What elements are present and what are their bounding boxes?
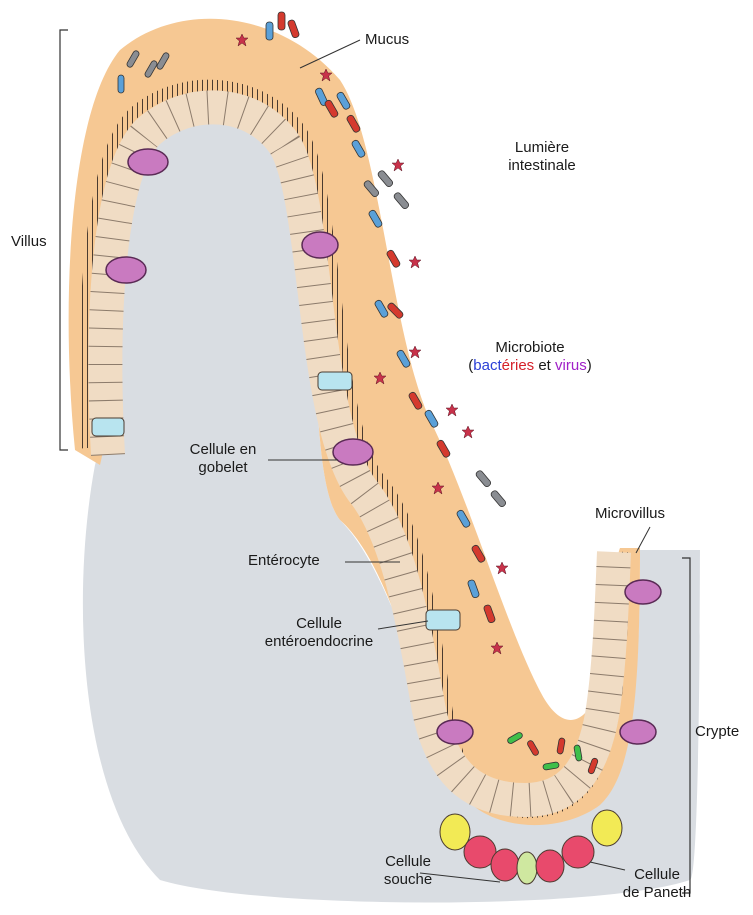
goblet-cell [106,257,146,283]
bacterium [475,470,492,488]
stem-cell [517,852,537,884]
goblet-cell [625,580,661,604]
goblet-cell [437,720,473,744]
enteroendocrine-cell [92,418,124,436]
bacterium [287,19,300,38]
lumen-label-line2: intestinale [492,157,592,175]
microbiote-bacteria-rest: éries [502,357,535,374]
bacterium [266,22,273,40]
bacterium [278,12,285,30]
microbiote-bacteria-bac: bact [473,357,501,374]
enterocyte-label: Entérocyte [248,552,320,570]
goblet-cell [128,149,168,175]
goblet-label: Cellule en gobelet [178,441,268,477]
goblet-label-line1: Cellule en [178,441,268,459]
virus [392,159,404,171]
villus-label: Villus [11,233,47,251]
stem-cell-label-line2: souche [368,871,448,889]
villus-bracket [60,30,68,450]
enteroendocrine-cell [318,372,352,390]
paneth-cell [536,850,564,882]
lumen-label-line1: Lumière [492,139,592,157]
microbiote-subtitle: (bactéries et virus) [435,357,625,375]
paneth-cell [562,836,594,868]
microvillus-label: Microvillus [595,505,665,523]
virus [496,562,508,574]
virus [462,426,474,438]
crypt-label: Crypte [695,723,739,741]
enteroendocrine-label-line1: Cellule [244,615,394,633]
virus [409,346,421,358]
microvillus-leader [636,527,650,553]
bacterium [490,490,507,508]
mucus-label: Mucus [365,31,409,49]
stem-cell-label: Cellule souche [368,853,448,889]
bacterium [377,170,394,188]
goblet-cell [302,232,338,258]
paneth-cell [491,849,519,881]
enteroendocrine-cell [426,610,460,630]
microbiote-close-paren: ) [587,357,592,374]
virus [409,256,421,268]
paneth-cell-label: Cellule de Paneth [612,866,702,902]
goblet-cell [333,439,373,465]
goblet-label-line2: gobelet [178,459,268,477]
virus [446,404,458,416]
microbiote-title: Microbiote [435,339,625,357]
bacterium [393,192,410,210]
enteroendocrine-label: Cellule entéroendocrine [244,615,394,651]
microbiote-and: et [534,357,555,374]
paneth-cell-label-line1: Cellule [612,866,702,884]
microbiote-label: Microbiote (bactéries et virus) [435,339,625,375]
paneth-cell-label-line2: de Paneth [612,884,702,902]
stem-cell [592,810,622,846]
bacterium [118,75,124,93]
goblet-cell [620,720,656,744]
stem-cell-label-line1: Cellule [368,853,448,871]
microbiote-virus: virus [555,357,587,374]
lumen-label: Lumière intestinale [492,139,592,175]
enteroendocrine-label-line2: entéroendocrine [244,633,394,651]
